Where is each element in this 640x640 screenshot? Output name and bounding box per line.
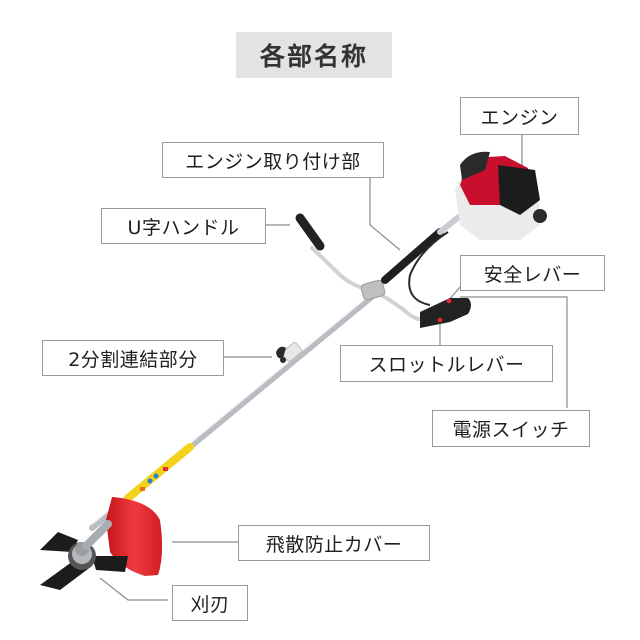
handle-clamp	[360, 279, 386, 301]
cutting-blade	[40, 520, 128, 590]
left-grip	[295, 213, 325, 251]
split-joint	[276, 341, 303, 363]
shaft	[89, 287, 383, 531]
throttle-grip	[420, 298, 471, 328]
label-debris-guard: 飛散防止カバー	[238, 525, 430, 561]
label-power-switch: 電源スイッチ	[432, 410, 590, 447]
leader-lines	[99, 134, 568, 601]
label-engine-mount: エンジン取り付け部	[162, 142, 384, 178]
label-u-handle: U字ハンドル	[101, 208, 266, 244]
page-title: 各部名称	[236, 32, 392, 78]
label-throttle-lever: スロットルレバー	[340, 345, 553, 382]
engine-mount-tube	[381, 213, 463, 306]
label-blade: 刈刃	[172, 585, 248, 621]
engine-unit	[455, 151, 547, 240]
label-split-joint: 2分割連結部分	[42, 340, 224, 376]
label-engine: エンジン	[460, 97, 579, 135]
label-safety-lever: 安全レバー	[460, 255, 605, 291]
